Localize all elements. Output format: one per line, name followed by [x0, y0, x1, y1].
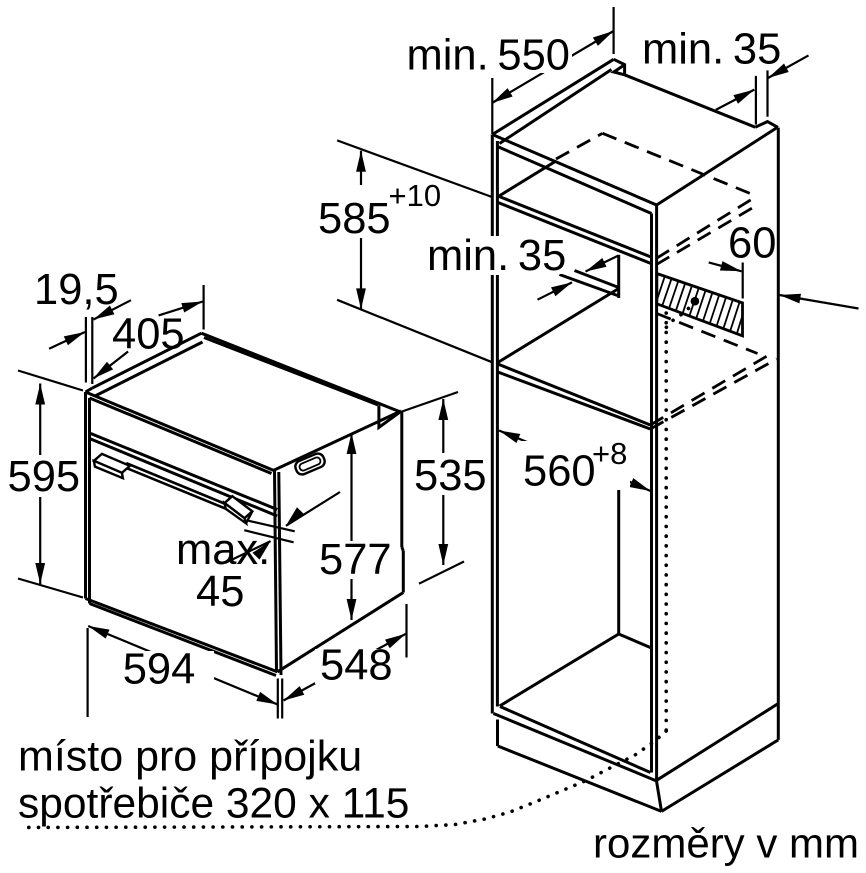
svg-text:spotřebiče 320 x 115: spotřebiče 320 x 115: [18, 781, 409, 828]
svg-text:594: 594: [123, 646, 196, 694]
svg-text:min. 35: min. 35: [642, 26, 781, 74]
svg-text:min. 550: min. 550: [407, 32, 570, 80]
svg-text:560: 560: [523, 448, 596, 496]
svg-text:45: 45: [196, 568, 244, 616]
svg-text:+8: +8: [592, 436, 627, 471]
svg-text:místo pro přípojku: místo pro přípojku: [18, 733, 362, 781]
svg-text:min. 35: min. 35: [427, 232, 566, 280]
svg-text:60: 60: [728, 220, 776, 268]
svg-text:+10: +10: [389, 178, 442, 213]
svg-text:548: 548: [320, 642, 393, 690]
svg-text:rozměry v mm: rozměry v mm: [593, 820, 859, 867]
svg-text:19,5: 19,5: [34, 266, 119, 314]
svg-text:585: 585: [318, 195, 391, 243]
svg-text:535: 535: [414, 452, 487, 500]
svg-text:595: 595: [8, 453, 81, 501]
svg-text:405: 405: [112, 311, 185, 359]
svg-text:577: 577: [319, 536, 392, 584]
svg-text:max.: max.: [176, 526, 270, 574]
